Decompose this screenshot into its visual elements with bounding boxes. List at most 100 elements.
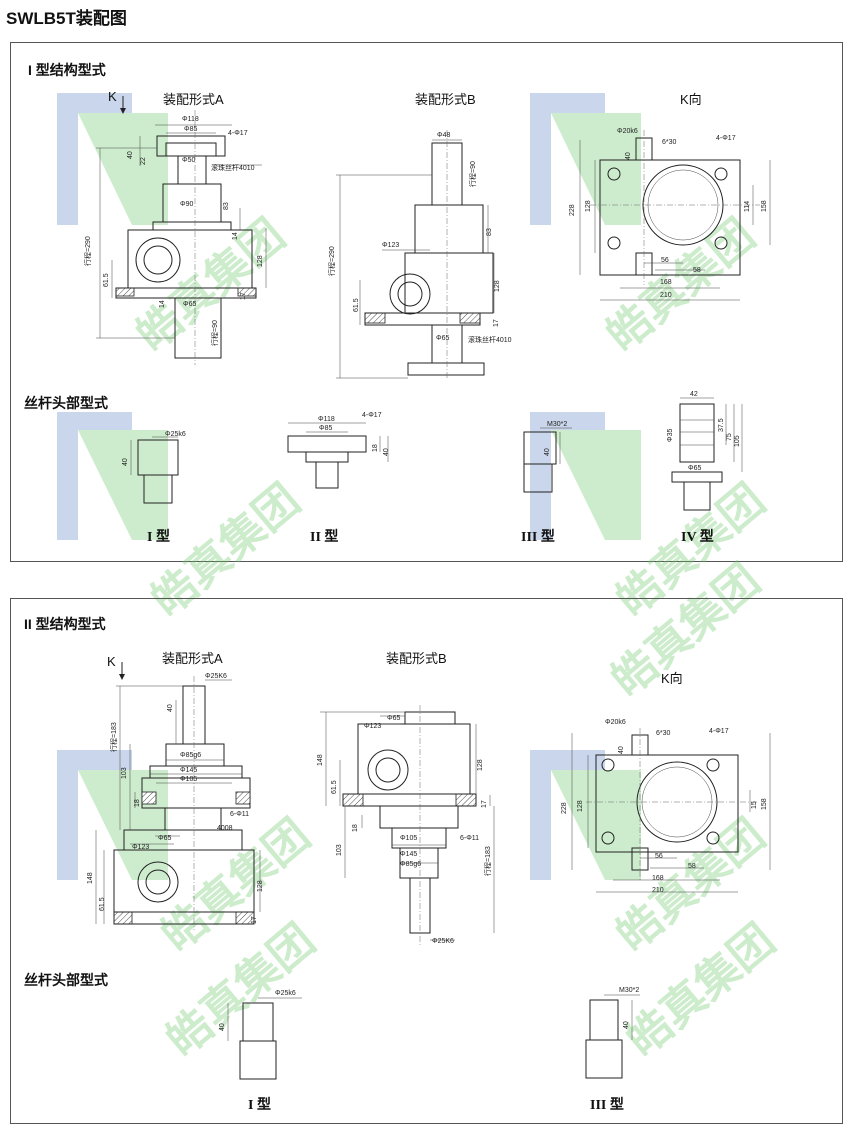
- dim-label: Φ145: [180, 767, 197, 774]
- dim-label: 61.5: [99, 897, 106, 911]
- dim-label: 4-Φ17: [709, 728, 729, 735]
- dim-label: 40: [544, 448, 551, 456]
- page-title: SWLB5T装配图: [6, 9, 127, 28]
- dim-label: 4-Φ17: [228, 130, 248, 137]
- dim-label: 40: [167, 704, 174, 712]
- dim-label: 40: [625, 152, 632, 160]
- dim-label: 40: [127, 151, 134, 159]
- dim-label: Φ123: [132, 844, 149, 851]
- dim-label: 158: [761, 798, 768, 810]
- dim-label: 114: [744, 201, 751, 212]
- dim-label: 228: [561, 802, 568, 814]
- head-type-label: IV 型: [681, 530, 714, 545]
- dim-label: Φ48: [437, 132, 450, 139]
- dim-label: 148: [317, 754, 324, 766]
- head-type-label: III 型: [521, 530, 555, 545]
- view-b-label: 装配形式B: [386, 651, 447, 666]
- dim-label: M30*2: [547, 421, 567, 428]
- dim-label: 128: [477, 759, 484, 771]
- dim-label: Φ65: [688, 465, 701, 472]
- dim-label: 40: [623, 1021, 630, 1029]
- dim-label: Φ20k6: [617, 128, 638, 135]
- head-type-label: I 型: [147, 530, 170, 545]
- dim-label: Φ25K6: [432, 938, 454, 945]
- dim-label: 61.5: [103, 273, 110, 287]
- dim-label: Φ65: [436, 335, 449, 342]
- dim-label: Φ20k6: [605, 719, 626, 726]
- dim-label: 15: [751, 801, 758, 809]
- dim-label: Φ35: [667, 429, 674, 442]
- dim-label: Φ65: [183, 301, 196, 308]
- head-type-label: II 型: [310, 530, 339, 545]
- dim-label: 17: [240, 292, 247, 300]
- dim-label: Φ105: [400, 835, 417, 842]
- dim-label: 17: [251, 916, 258, 924]
- k-arrow-label: K: [107, 654, 116, 669]
- dim-label: Φ105: [180, 776, 197, 783]
- dim-label: 行程=290: [83, 236, 92, 266]
- dim-label: 37.5: [718, 418, 725, 432]
- section-heading-type-ii: II 型结构型式: [24, 616, 106, 632]
- dim-label: Φ65: [158, 835, 171, 842]
- dim-label: 18: [134, 799, 141, 807]
- dim-label: 83: [486, 228, 493, 236]
- dim-label: 103: [121, 767, 128, 779]
- dim-label: Φ118: [182, 116, 199, 123]
- dim-label: 行程=183: [109, 722, 118, 752]
- dim-label: 128: [494, 280, 501, 292]
- dim-label: Φ118: [318, 416, 335, 423]
- dim-label: Φ123: [364, 723, 381, 730]
- dim-label: 40: [618, 746, 625, 754]
- dim-label: 行程=290: [327, 246, 336, 276]
- dim-label: 4-Φ17: [362, 412, 382, 419]
- dim-label: Φ90: [180, 201, 193, 208]
- dim-label: 6-Φ11: [460, 835, 479, 842]
- dim-label: Φ50: [182, 157, 195, 164]
- dim-label: 4-Φ17: [716, 135, 736, 142]
- dim-label: 58: [693, 267, 701, 274]
- dim-label: 14: [159, 300, 166, 308]
- dim-label: 6*30: [662, 139, 677, 146]
- dim-label: 行程=183: [483, 846, 492, 876]
- dim-label: 168: [660, 279, 672, 286]
- dim-label: M30*2: [619, 987, 639, 994]
- dim-label: 行程=90: [468, 161, 477, 187]
- dim-label: 105: [734, 435, 741, 447]
- view-b-label: 装配形式B: [415, 92, 476, 107]
- view-k-label: K向: [661, 671, 683, 686]
- dim-label: 228: [569, 204, 576, 216]
- view-a-label: 装配形式A: [162, 651, 223, 666]
- dim-label: 128: [257, 880, 264, 892]
- dim-label: Φ85: [184, 126, 197, 133]
- dim-label: 210: [652, 887, 664, 894]
- dim-label: 158: [761, 200, 768, 212]
- dim-label: 17: [481, 800, 488, 808]
- dim-label: 210: [660, 292, 672, 299]
- dim-label: 83: [223, 202, 230, 210]
- dim-label: 75: [726, 433, 733, 441]
- dim-label: 40: [383, 448, 390, 456]
- panel-type-ii-structure: [10, 598, 843, 1124]
- panel-type-i-structure: [10, 42, 843, 562]
- dim-label: 22: [140, 157, 147, 165]
- dim-label: Φ85g6: [180, 752, 201, 759]
- dim-label: 滚珠丝杆4010: [468, 335, 512, 344]
- dim-label: 滚珠丝杆4010: [211, 163, 255, 172]
- dim-label: 148: [87, 872, 94, 884]
- dim-label: Φ145: [400, 851, 417, 858]
- section-heading-head-types: 丝杆头部型式: [24, 972, 108, 988]
- dim-label: 128: [577, 800, 584, 812]
- k-arrow-label: K: [108, 89, 117, 104]
- section-heading-head-types: 丝杆头部型式: [24, 395, 108, 411]
- dim-label: 56: [661, 257, 669, 264]
- dim-label: 128: [585, 200, 592, 212]
- dim-label: Φ85: [319, 425, 332, 432]
